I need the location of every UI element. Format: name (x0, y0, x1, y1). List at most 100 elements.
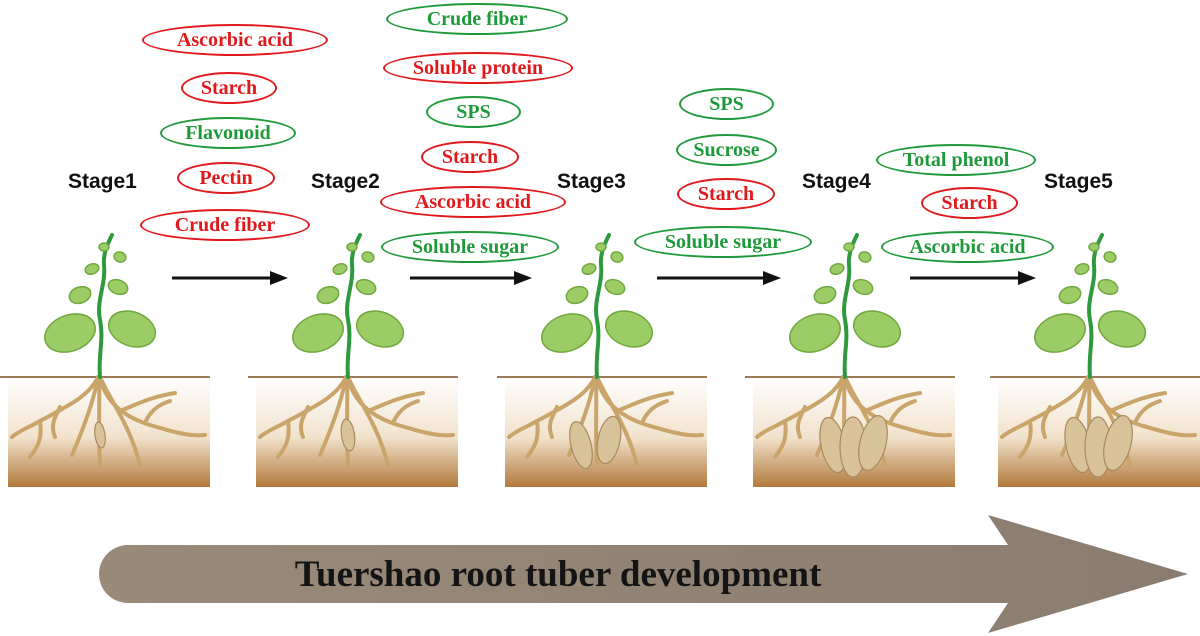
leaf (1034, 313, 1086, 353)
root (143, 399, 172, 425)
flow-arrow-2-3 (410, 271, 532, 285)
marker-flavonoid: Flavonoid (160, 117, 296, 149)
root (888, 399, 917, 425)
root (50, 405, 62, 439)
tuber (596, 415, 622, 465)
marker-label: Crude fiber (174, 214, 276, 236)
leaf (813, 285, 837, 305)
marker-sps: SPS (679, 88, 774, 120)
leaf (332, 262, 348, 276)
leaf (346, 242, 358, 252)
leaf (565, 285, 589, 305)
marker-label: Starch (200, 77, 258, 99)
marker-soluble-sugar: Soluble sugar (634, 226, 812, 258)
stem (594, 233, 611, 379)
root (1040, 405, 1052, 439)
stem (97, 233, 114, 379)
stage-label-5: Stage5 (1044, 170, 1113, 193)
leaf (581, 262, 597, 276)
leaf (1103, 251, 1117, 263)
marker-label: Ascorbic acid (414, 191, 532, 213)
marker-crude-fiber: Crude fiber (140, 209, 310, 241)
root (1018, 419, 1033, 459)
leaf (541, 313, 593, 353)
leaf (1097, 278, 1119, 296)
root (795, 405, 807, 439)
marker-sps: SPS (426, 96, 521, 128)
root (346, 375, 390, 467)
stage-label-2: Stage2 (311, 170, 380, 193)
marker-soluble-sugar: Soluble sugar (381, 231, 559, 263)
marker-label: Soluble sugar (411, 236, 529, 258)
leaf (355, 310, 405, 348)
tuber (340, 418, 356, 452)
leaf (292, 313, 344, 353)
marker-label: Starch (941, 192, 998, 214)
leaf (98, 242, 110, 252)
flow-arrow-3-4 (657, 271, 781, 285)
stage-label-3: Stage3 (557, 170, 626, 193)
marker-total-phenol: Total phenol (876, 144, 1036, 176)
leaf (107, 278, 129, 296)
stage-label-1: Stage1 (68, 170, 137, 193)
root (366, 391, 425, 413)
marker-label: Flavonoid (185, 122, 271, 144)
root (1108, 391, 1167, 413)
stem (1087, 233, 1104, 379)
stem (842, 233, 859, 379)
marker-label: Soluble protein (412, 57, 544, 79)
marker-pectin: Pectin (177, 162, 275, 194)
leaf (1097, 310, 1147, 348)
marker-label: Ascorbic acid (176, 29, 294, 51)
leaf (1058, 285, 1082, 305)
marker-label: Total phenol (902, 149, 1010, 171)
plant-panel-stage2 (248, 233, 458, 487)
root (615, 391, 674, 413)
marker-label: SPS (709, 93, 744, 115)
root (298, 405, 310, 439)
development-arrow (99, 515, 1188, 633)
plant-panel-stage4 (745, 233, 955, 487)
root (98, 375, 142, 467)
plant-panel-stage1 (0, 233, 210, 487)
marker-label: Pectin (199, 167, 253, 189)
leaf (1074, 262, 1090, 276)
tuber (858, 415, 888, 471)
root (525, 419, 540, 459)
root (594, 375, 599, 467)
leaf (68, 285, 92, 305)
marker-label: Starch (441, 146, 499, 168)
marker-starch: Starch (421, 141, 519, 173)
leaf (789, 313, 841, 353)
leaf (604, 310, 654, 348)
plant-panel-stage5 (990, 233, 1200, 487)
marker-label: SPS (456, 101, 491, 123)
marker-label: Crude fiber (426, 8, 528, 30)
stem (345, 233, 362, 379)
marker-label: Soluble sugar (664, 231, 782, 253)
marker-soluble-protein: Soluble protein (383, 52, 573, 84)
leaf (113, 251, 127, 263)
leaf (604, 278, 626, 296)
leaf (852, 310, 902, 348)
root (345, 375, 350, 467)
stage-label-4: Stage4 (802, 170, 871, 193)
leaf (355, 278, 377, 296)
leaf (595, 242, 607, 252)
leaf (84, 262, 100, 276)
root (391, 399, 420, 425)
leaf (610, 251, 624, 263)
marker-starch: Starch (677, 178, 775, 210)
marker-ascorbic-acid: Ascorbic acid (142, 24, 328, 56)
tuber (94, 421, 106, 449)
marker-label: Ascorbic acid (909, 236, 1026, 258)
marker-starch: Starch (921, 187, 1018, 219)
flow-arrow-4-5 (910, 271, 1036, 285)
marker-ascorbic-acid: Ascorbic acid (380, 186, 566, 218)
tuber (1103, 415, 1133, 471)
leaf (316, 285, 340, 305)
marker-label: Starch (697, 183, 755, 205)
tuber (569, 420, 593, 470)
leaf (44, 313, 96, 353)
root (773, 419, 788, 459)
